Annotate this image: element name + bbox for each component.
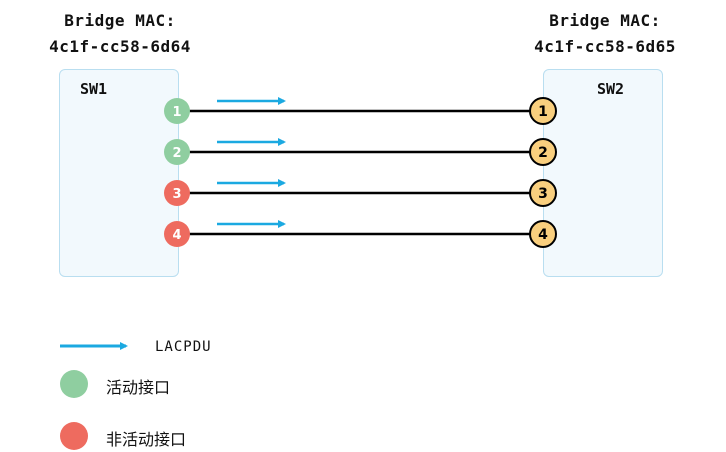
sw2-mac-heading: Bridge MAC: [549,11,661,30]
sw2-port-3 [529,179,557,207]
sw1-port-2 [164,139,190,165]
legend-inactive-label: 非活动接口 [106,430,187,449]
sw1-mac-value: 4c1f-cc58-6d64 [49,37,191,56]
sw2-label: SW2 [597,80,625,98]
sw1-label: SW1 [80,80,108,98]
sw1-port-label: 2 [172,146,181,161]
sw1-port-4 [164,221,190,247]
sw1-port-label: 3 [172,187,181,202]
legend-active-label: 活动接口 [106,378,171,397]
sw2-port-label: 3 [538,186,548,202]
legend-inactive-dot [60,422,88,450]
sw2-port-label: 4 [538,227,548,243]
sw1-port-label: 4 [172,228,181,243]
sw1-port-3 [164,180,190,206]
sw2-port-4 [529,220,557,248]
sw2-mac-value: 4c1f-cc58-6d65 [534,37,676,56]
sw1-port-1 [164,98,190,124]
legend-active-dot [60,370,88,398]
sw2-port-2 [529,138,557,166]
sw1-box [59,69,179,277]
sw1-mac-heading: Bridge MAC: [64,11,176,30]
sw1-port-label: 1 [172,105,181,120]
sw2-port-1 [529,97,557,125]
sw2-port-label: 2 [538,145,548,161]
sw1-mac-info: Bridge MAC: 4c1f-cc58-6d64 [20,8,220,60]
sw2-port-label: 1 [538,104,548,120]
sw2-mac-info: Bridge MAC: 4c1f-cc58-6d65 [505,8,705,60]
sw2-box [543,69,663,277]
legend-lacpdu-label: LACPDU [155,339,212,355]
